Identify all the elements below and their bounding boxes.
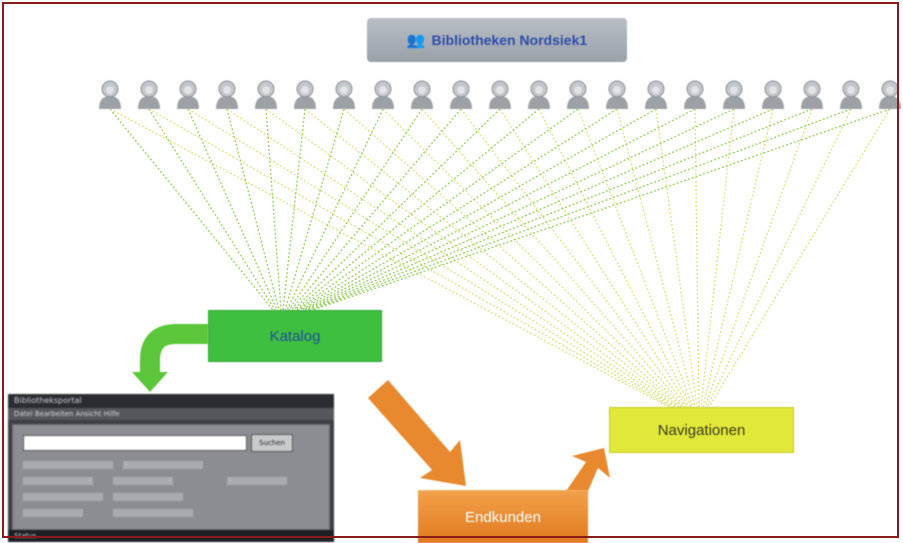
connector-to-navigationen — [109, 108, 670, 408]
app-row — [23, 493, 103, 501]
node-navigationen[interactable]: Navigationen — [609, 407, 794, 453]
app-row — [113, 493, 183, 501]
person-icon[interactable] — [684, 80, 706, 109]
connector-to-navigationen — [265, 108, 678, 408]
app-search-button[interactable]: Suchen — [251, 434, 293, 452]
connector-to-katalog — [288, 108, 423, 311]
connector-to-katalog — [302, 108, 696, 311]
person-icon[interactable] — [216, 80, 238, 109]
connector-to-navigationen — [702, 108, 774, 408]
person-icon[interactable] — [762, 80, 784, 109]
connector-to-navigationen — [343, 108, 682, 408]
connector-to-katalog — [282, 108, 306, 311]
person-icon[interactable] — [411, 80, 433, 109]
group-icon: 👥 — [406, 32, 426, 49]
app-titlebar: Bibliotheksportal — [8, 394, 334, 408]
connector-to-katalog — [148, 108, 276, 311]
person-icon[interactable] — [177, 80, 199, 109]
person-icon[interactable] — [138, 80, 160, 109]
node-navigationen-label: Navigationen — [657, 421, 746, 439]
connector-to-katalog — [296, 108, 579, 311]
app-footer: Status — [8, 530, 334, 542]
app-row — [113, 477, 173, 485]
connector-to-katalog — [308, 108, 813, 311]
connector-to-katalog — [286, 108, 384, 311]
app-row — [123, 461, 203, 469]
person-icon[interactable] — [567, 80, 589, 109]
connector-lines — [109, 108, 891, 408]
node-endkunden[interactable]: Endkunden — [418, 490, 588, 543]
connector-to-katalog — [312, 108, 891, 311]
person-icon[interactable] — [606, 80, 628, 109]
connector-to-katalog — [109, 108, 274, 311]
person-icon[interactable] — [645, 80, 667, 109]
connector-to-navigationen — [616, 108, 696, 408]
banner-label: Bibliotheken Nordsiek1 — [431, 32, 588, 48]
connector-to-katalog — [226, 108, 280, 311]
connector-to-navigationen — [700, 108, 735, 408]
connector-to-katalog — [292, 108, 501, 311]
library-banner[interactable]: 👥 Bibliotheken Nordsiek1 — [367, 18, 627, 62]
node-endkunden-label: Endkunden — [465, 508, 541, 526]
connector-to-navigationen — [499, 108, 690, 408]
connector-to-navigationen — [708, 108, 891, 408]
node-katalog-label: Katalog — [269, 327, 321, 345]
person-icon-row — [99, 80, 901, 109]
person-icon[interactable] — [99, 80, 121, 109]
connector-to-katalog — [310, 108, 852, 311]
connector-to-navigationen — [187, 108, 674, 408]
person-icon[interactable] — [255, 80, 277, 109]
connector-to-navigationen — [694, 108, 700, 408]
connector-to-navigationen — [460, 108, 688, 408]
connector-to-katalog — [298, 108, 618, 311]
app-search-input[interactable] — [23, 435, 247, 451]
orange-arrow-left — [368, 380, 466, 486]
person-icon[interactable] — [879, 80, 901, 109]
connector-to-navigationen — [706, 108, 852, 408]
connector-to-katalog — [284, 108, 345, 311]
app-row — [23, 477, 93, 485]
connector-to-katalog — [265, 108, 282, 311]
green-arrow — [132, 324, 208, 392]
person-icon[interactable] — [723, 80, 745, 109]
app-body: Suchen — [12, 424, 330, 530]
person-icon[interactable] — [528, 80, 550, 109]
person-icon[interactable] — [840, 80, 862, 109]
app-row — [113, 509, 193, 517]
connector-to-katalog — [187, 108, 278, 311]
person-icon[interactable] — [801, 80, 823, 109]
app-menubar: Datei Bearbeiten Ansicht Hilfe — [8, 408, 334, 420]
app-row — [23, 509, 83, 517]
person-icon[interactable] — [294, 80, 316, 109]
connector-to-navigationen — [148, 108, 672, 408]
person-icon[interactable] — [450, 80, 472, 109]
person-icon[interactable] — [489, 80, 511, 109]
app-row — [23, 461, 113, 469]
node-katalog[interactable]: Katalog — [208, 310, 382, 362]
connector-to-navigationen — [704, 108, 813, 408]
connector-to-navigationen — [382, 108, 684, 408]
app-row — [227, 477, 287, 485]
connector-to-katalog — [294, 108, 540, 311]
connector-to-navigationen — [655, 108, 698, 408]
connector-to-katalog — [306, 108, 774, 311]
connector-to-navigationen — [226, 108, 676, 408]
person-icon[interactable] — [372, 80, 394, 109]
app-screenshot: Bibliotheksportal Datei Bearbeiten Ansic… — [8, 394, 334, 542]
connector-to-katalog — [304, 108, 735, 311]
person-icon[interactable] — [333, 80, 355, 109]
